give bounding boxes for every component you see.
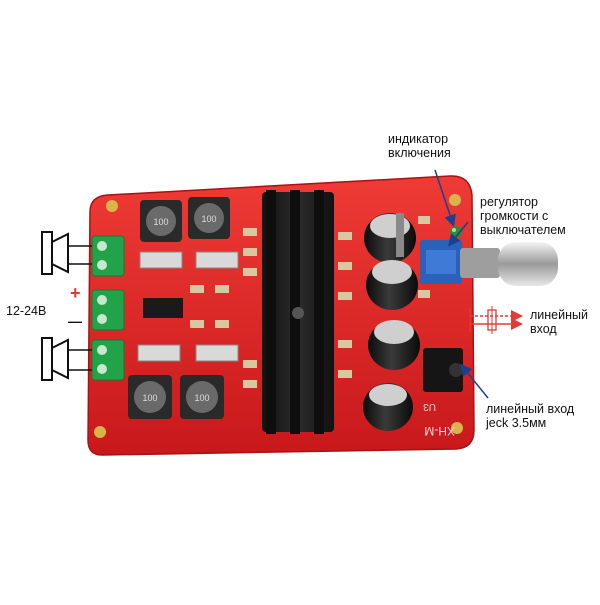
label-line: вход <box>530 322 557 336</box>
audio-jack <box>423 348 463 392</box>
terminal-blocks <box>91 235 125 381</box>
label-line: выключателем <box>480 223 566 237</box>
speaker-icon <box>41 337 92 381</box>
label-line: регулятор <box>480 195 538 209</box>
inductor-marking: 100 <box>142 393 157 403</box>
capacitors <box>363 213 420 431</box>
inductor: 100 <box>180 375 224 419</box>
inductors: 100 100 100 100 <box>128 197 230 419</box>
mounting-hole <box>451 422 463 434</box>
line-input-label: линейный вход <box>530 308 588 336</box>
volume-potentiometer <box>420 240 558 286</box>
label-line: индикатор <box>388 132 449 146</box>
callout-arrow <box>460 363 489 399</box>
board-marking: U3 <box>423 401 436 412</box>
inductor: 100 <box>140 200 182 242</box>
volume-control-label: регулятор громкости с выключателем <box>480 195 566 237</box>
minus-sign: — <box>68 313 82 329</box>
callout-arrow <box>434 169 456 227</box>
inductor-marking: 100 <box>201 214 216 224</box>
jack-input-label: линейный вход jeck 3.5мм <box>486 402 574 430</box>
label-line: громкости с <box>480 209 549 223</box>
inductor-marking: 100 <box>194 393 209 403</box>
capacitor <box>364 213 416 263</box>
power-indicator-label: индикатор включения <box>388 132 451 160</box>
inductor: 100 <box>188 197 230 239</box>
label-line: линейный <box>530 308 588 322</box>
callout-arrow <box>448 221 469 247</box>
inductor-marking: 100 <box>153 217 168 227</box>
label-line: линейный вход <box>486 402 575 416</box>
inductor: 100 <box>128 375 172 419</box>
power-voltage-label: 12-24В <box>6 304 47 318</box>
mounting-hole <box>94 426 106 438</box>
line-in-schematic-icon <box>469 306 523 334</box>
mounting-hole <box>449 194 461 206</box>
smd-components <box>137 216 430 388</box>
mounting-hole <box>106 200 118 212</box>
board-marking: XH-M <box>424 424 455 438</box>
capacitor <box>368 320 420 370</box>
capacitor <box>366 260 418 310</box>
plus-sign: + <box>70 283 81 303</box>
label-line: включения <box>388 146 451 160</box>
label-line: jeck 3.5мм <box>486 416 547 430</box>
speaker-icon <box>41 231 92 275</box>
capacitor <box>363 383 413 431</box>
heatsink <box>262 190 334 434</box>
